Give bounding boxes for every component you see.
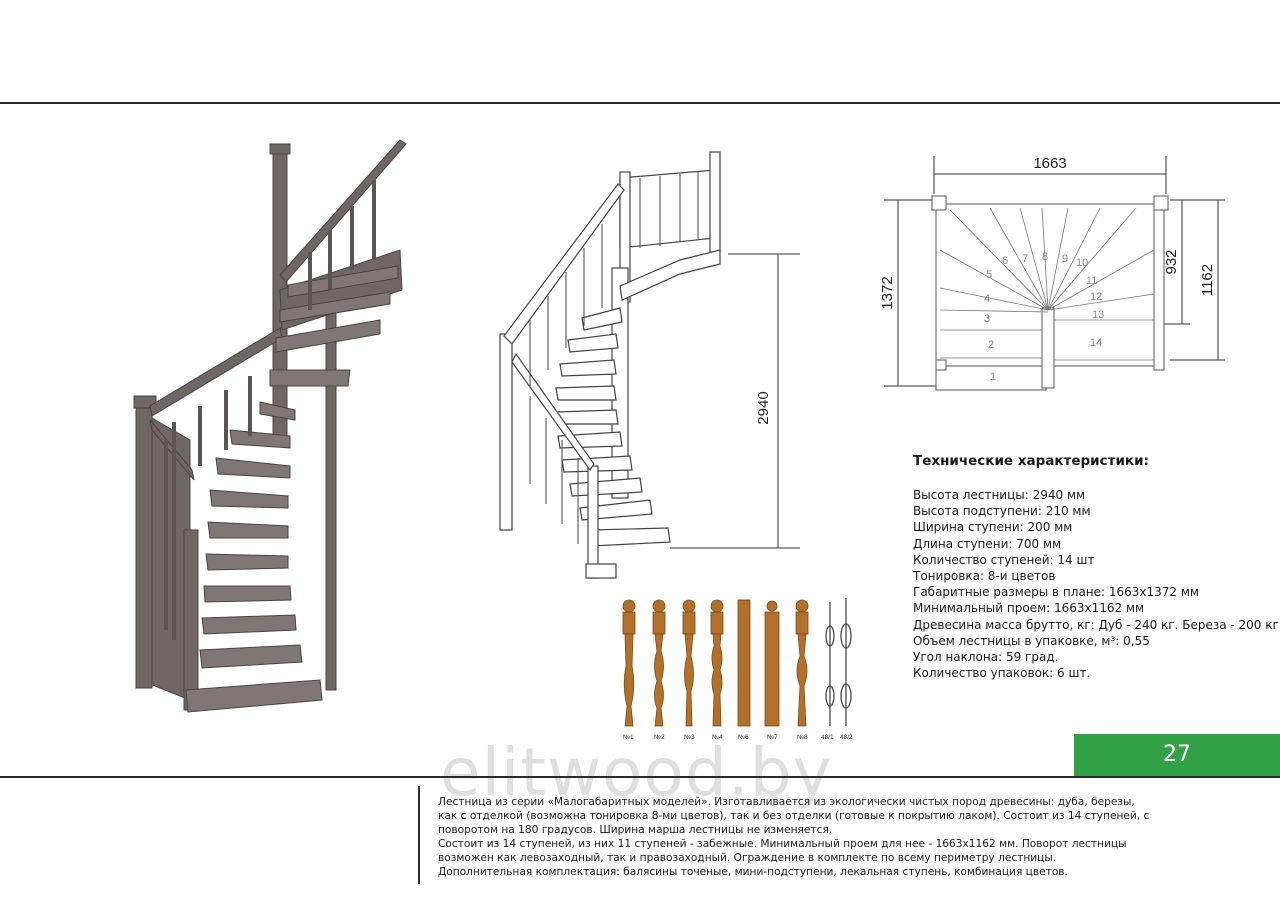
step-number: 5 [986,269,992,281]
balusters-row: №1 №2 №3 №4 №6 №7 №8 48/1 48/2 [622,598,853,741]
spec-item: Ширина ступени: 200 мм [913,520,1073,535]
baluster-label: №7 [767,734,778,741]
plan-view: 1 2 3 4 5 6 7 8 9 10 11 12 13 14 1663 13… [879,155,1225,391]
spec-item: Тонировка: 8-и цветов [913,569,1056,584]
spec-item: Минимальный проем: 1663x1162 мм [913,601,1145,616]
step-number: 11 [1086,275,1097,287]
baluster-label: 48/2 [840,734,853,741]
specs-title: Технические характеристики: [913,453,1149,469]
specs-block: Технические характеристики: Высота лестн… [913,453,1279,681]
step-number: 8 [1042,251,1048,263]
description-line: Дополнительная комплектация: балясины то… [438,866,1068,878]
baluster-label: №1 [623,734,634,741]
watermark-text: elitwood.by [440,734,833,811]
spec-item: Объем лестницы в упаковке, м³: 0,55 [913,633,1150,648]
spec-item: Высота лестницы: 2940 мм [913,488,1086,502]
baluster-label: №3 [684,734,695,741]
specs-list: Высота лестницы: 2940 мм Высота подступе… [913,487,1279,681]
description-line: возможен как левозаходный, так и правоза… [438,852,1057,864]
step-number: 13 [1092,309,1104,321]
step-number: 3 [984,313,990,325]
baluster-label: №8 [797,734,808,741]
baluster-label: №2 [654,734,665,741]
description-line: как с отделкой (возможна тонировка 8-ми … [438,810,1150,822]
spec-item: Количество упаковок: 6 шт. [913,666,1091,681]
opening-a-dimension: 932 [1163,249,1180,274]
spec-item: Количество ступеней: 14 шт [913,552,1095,567]
description-line: поворотом на 180 градусов. Ширина марша … [438,824,833,836]
description-divider [418,786,420,884]
staircase-drawing: 2940 [499,151,800,579]
spec-item: Угол наклона: 59 град. [913,650,1059,665]
description-line: Состоит из 14 ступеней, из них 11 ступен… [438,838,1127,850]
top-rule [0,102,1280,104]
step-number: 9 [1062,253,1068,265]
baluster-label: 48/1 [821,734,834,741]
baluster-label: №6 [738,734,749,741]
spec-item: Длина ступени: 700 мм [913,536,1062,551]
step-number: 1 [990,371,996,383]
step-number: 2 [988,339,994,351]
step-number: 6 [1002,255,1008,267]
staircase-render [133,139,407,713]
spec-item: Габаритные размеры в плане: 1663x1372 мм [913,585,1199,600]
step-number: 7 [1022,253,1028,265]
plan-depth-dimension: 1372 [879,276,896,309]
bottom-rule [0,776,1280,778]
step-number: 4 [984,293,990,305]
spec-item: Высота подступени: 210 мм [913,504,1091,519]
page-number-badge: 27 [1074,734,1280,776]
description-line: Лестница из серии «Малогабаритных моделе… [438,796,1135,808]
spec-item: Древесина масса брутто, кг: Дуб - 240 кг… [913,617,1279,632]
step-number: 12 [1090,291,1102,303]
plan-width-dimension: 1663 [1033,155,1066,172]
description-block: Лестница из серии «Малогабаритных моделе… [438,795,1268,879]
baluster-label: №4 [712,734,723,741]
step-number: 14 [1090,337,1102,349]
height-dimension: 2940 [755,391,772,424]
opening-b-dimension: 1162 [1199,264,1216,296]
step-number: 10 [1076,257,1088,269]
